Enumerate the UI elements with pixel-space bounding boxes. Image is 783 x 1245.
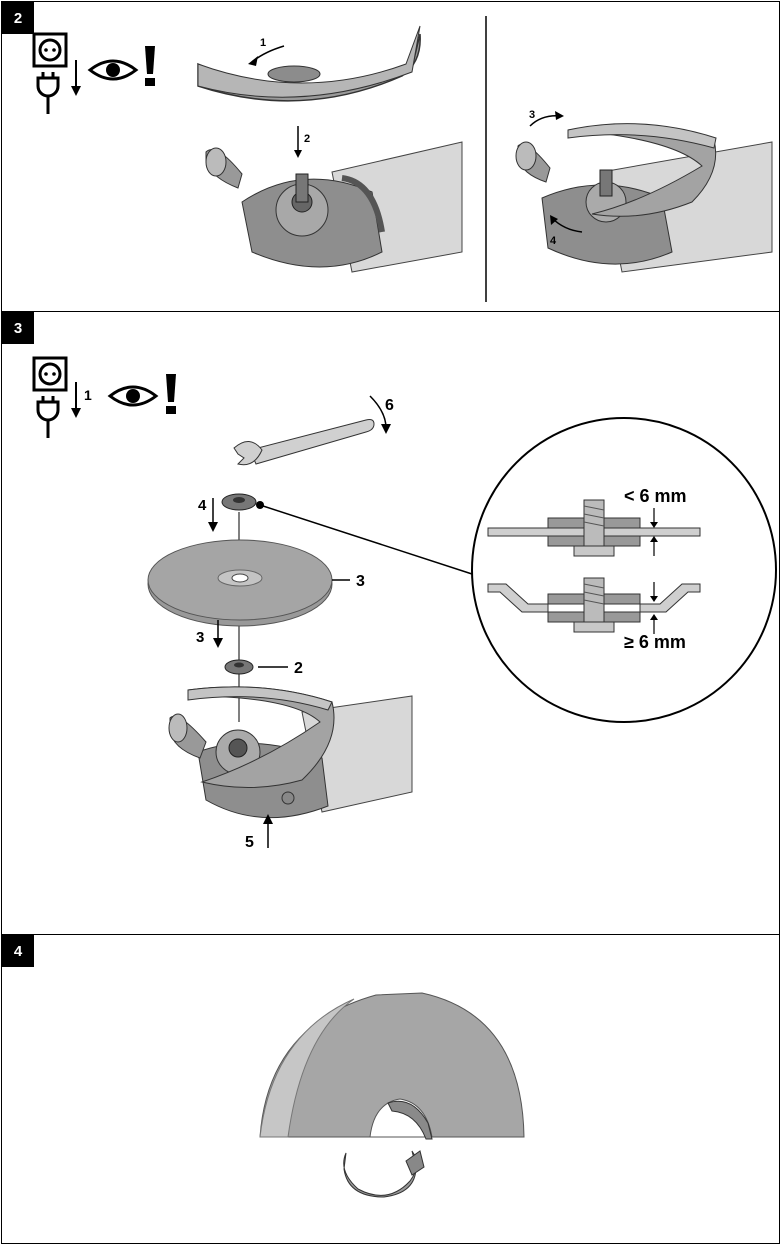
grinder-with-guard [515,123,773,273]
eye-inspect-icon [107,385,159,407]
abrasive-disc [147,539,333,627]
figure-4-number: 4 [2,935,34,967]
pin-spanner [233,419,375,466]
figure-3-step-5: 5 [245,834,254,851]
figure-3-illustration: 1 6 4 [32,356,777,851]
figure-3-step-3: 3 [196,629,204,646]
figure-3-step-6: 6 [385,397,394,414]
thin-disc-label: < 6 mm [624,486,687,506]
clamping-nut [221,493,257,511]
unplug-power-icon [32,356,81,438]
caution-icon [145,46,155,86]
figure-2-step-3: 3 [529,109,535,121]
caution-icon [166,374,176,414]
figure-2-number: 2 [2,2,34,34]
backing-flange [224,659,254,675]
angle-grinder-head [205,141,463,273]
disc-thickness-detail [471,417,777,723]
figure-3-step-4: 4 [198,497,207,514]
figure-4-panel: 4 [1,934,780,1244]
figure-3-label-2: 2 [294,660,303,677]
wheel-guard [197,25,421,102]
figure-2-illustration: 1 2 3 4 [32,16,773,302]
figure-3-step-1: 1 [84,387,92,403]
thick-disc-label: ≥ 6 mm [624,632,686,652]
figure-2-step-4: 4 [550,235,557,247]
angle-grinder [168,686,413,819]
figure-3-label-3: 3 [356,573,365,590]
figure-3-panel: 3 1 6 [1,311,780,935]
figure-3-number: 3 [2,312,34,344]
figure-2-panel: 2 1 2 [1,1,780,312]
figure-4-illustration [259,992,525,1198]
eye-inspect-icon [87,59,139,81]
unplug-power-icon [32,32,81,114]
cutting-guard [259,992,525,1198]
figure-2-step-2: 2 [304,133,310,145]
figure-2-step-1: 1 [260,37,266,49]
